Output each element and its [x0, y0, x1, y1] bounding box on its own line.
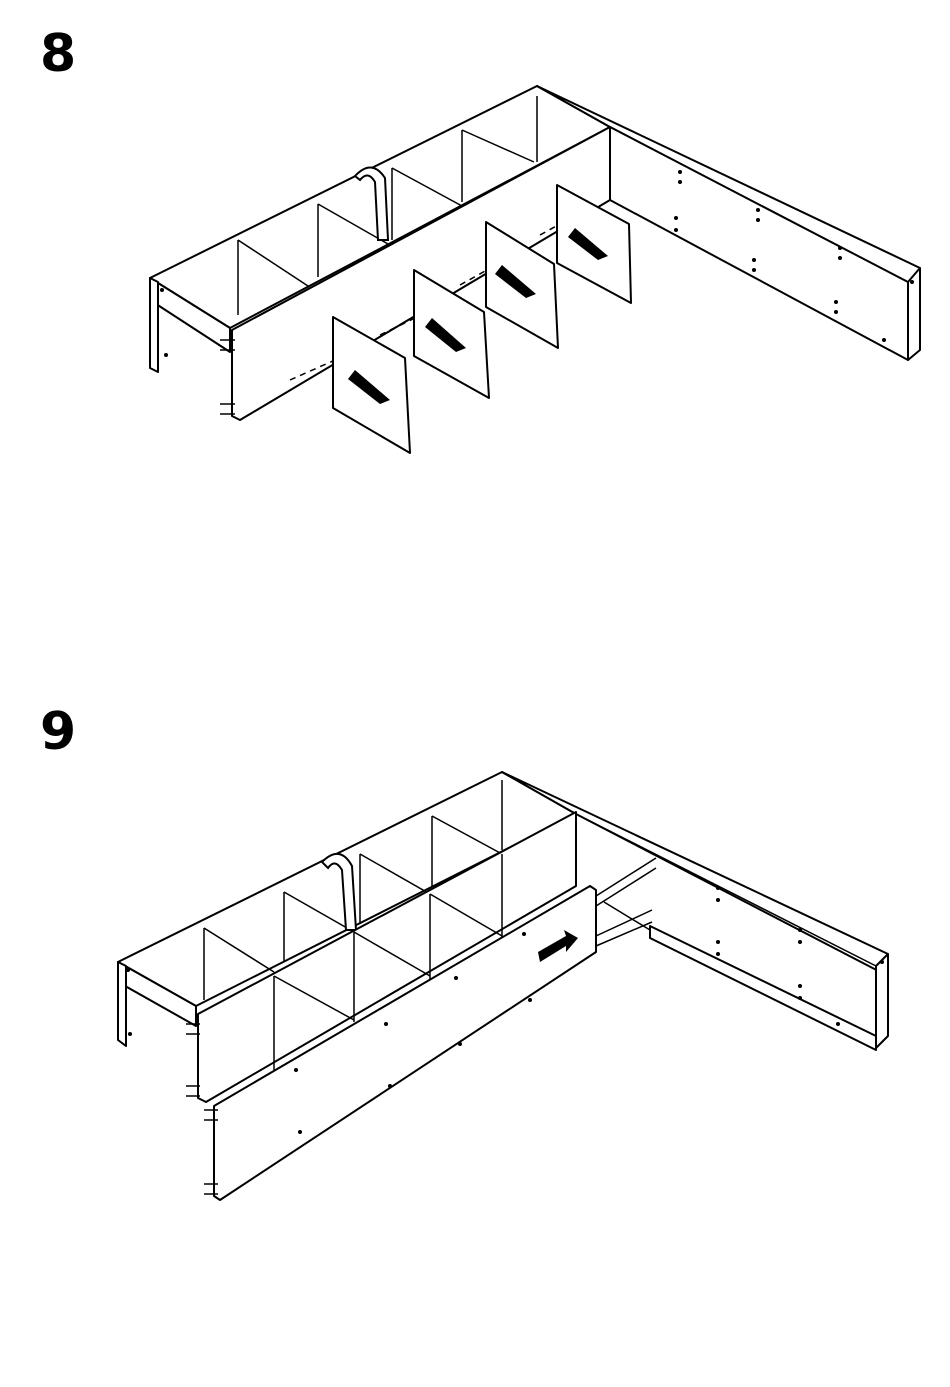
assembly-figure-step-9-icon [0, 690, 950, 1250]
assembly-figure-step-8-icon [0, 0, 950, 520]
